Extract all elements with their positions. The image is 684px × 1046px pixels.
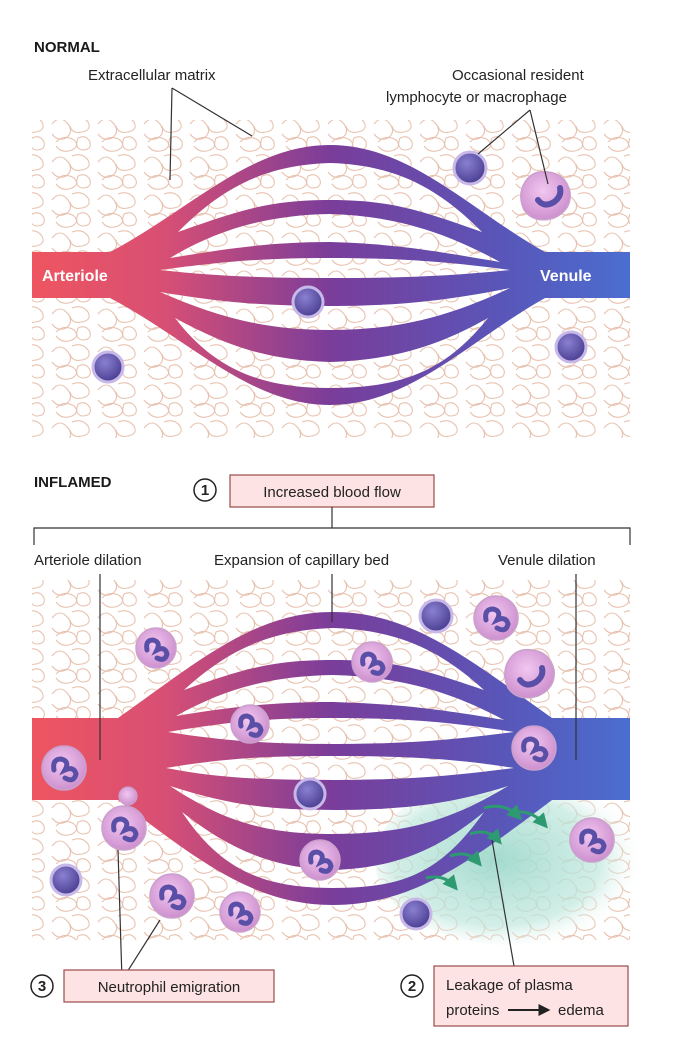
neutrophil bbox=[149, 873, 195, 919]
inflamed-lymphocyte-vessel bbox=[293, 777, 327, 811]
plasma-leakage-arrows bbox=[425, 804, 548, 891]
neutrophil bbox=[299, 839, 341, 881]
normal-vessel-network bbox=[32, 145, 630, 405]
neutrophil bbox=[230, 704, 270, 744]
step1-bracket bbox=[33, 507, 631, 545]
venule-label: Venule bbox=[540, 268, 592, 285]
step2-box bbox=[433, 965, 629, 1027]
inflamed-lymphocyte-bottom bbox=[399, 897, 433, 931]
neutrophil bbox=[219, 891, 261, 933]
neutrophil bbox=[473, 595, 519, 641]
step2-marker: 2 bbox=[400, 974, 424, 998]
resident-cell-label-line1: Occasional resident bbox=[452, 67, 585, 84]
step1-number: 1 bbox=[201, 482, 209, 499]
neutrophil-emigrating-bud bbox=[118, 786, 138, 806]
step2-number: 2 bbox=[408, 978, 416, 995]
vessel-lymphocyte bbox=[291, 285, 325, 319]
edema-region bbox=[375, 775, 645, 945]
step1-box bbox=[229, 474, 435, 508]
step3-label: Neutrophil emigration bbox=[98, 979, 241, 996]
extracellular-matrix-label: Extracellular matrix bbox=[88, 67, 216, 84]
neutrophil bbox=[511, 725, 557, 771]
inflamed-lymphocyte-top bbox=[418, 598, 454, 634]
venule-dilation-label: Venule dilation bbox=[498, 552, 596, 569]
matrix-lymphocyte-left bbox=[91, 350, 125, 384]
step1-label: Increased blood flow bbox=[263, 484, 401, 501]
step3-marker: 3 bbox=[30, 974, 54, 998]
step2-leader bbox=[491, 839, 515, 967]
matrix-lymphocyte-right bbox=[554, 330, 588, 364]
normal-title: NORMAL bbox=[34, 39, 100, 56]
step3-number: 3 bbox=[38, 978, 46, 995]
arteriole-dilation-label: Arteriole dilation bbox=[34, 552, 142, 569]
neutrophil bbox=[351, 641, 393, 683]
neutrophil bbox=[101, 805, 147, 851]
extracellular-matrix-leader bbox=[169, 87, 253, 181]
resident-macrophage bbox=[520, 170, 571, 221]
inflamed-lymphocyte-left bbox=[49, 863, 83, 897]
step2-label-edema: edema bbox=[558, 1002, 605, 1019]
step1-marker: 1 bbox=[193, 478, 217, 502]
step2-label-proteins: proteins bbox=[446, 1002, 499, 1019]
resident-cell-leader bbox=[477, 109, 549, 185]
neutrophil bbox=[41, 745, 87, 791]
step3-box bbox=[63, 969, 275, 1003]
neutrophil bbox=[135, 627, 177, 669]
neutrophil bbox=[569, 817, 615, 863]
resident-cell-label-line2: lymphocyte or macrophage bbox=[386, 89, 567, 106]
arteriole-label: Arteriole bbox=[42, 268, 108, 285]
step2-label-line1: Leakage of plasma bbox=[446, 977, 573, 994]
resident-lymphocyte bbox=[452, 150, 488, 186]
capillary-expansion-label: Expansion of capillary bed bbox=[214, 552, 389, 569]
inflamed-title: INFLAMED bbox=[34, 474, 112, 491]
neutrophil-cells bbox=[41, 595, 615, 933]
inflamed-macrophage bbox=[504, 648, 555, 699]
